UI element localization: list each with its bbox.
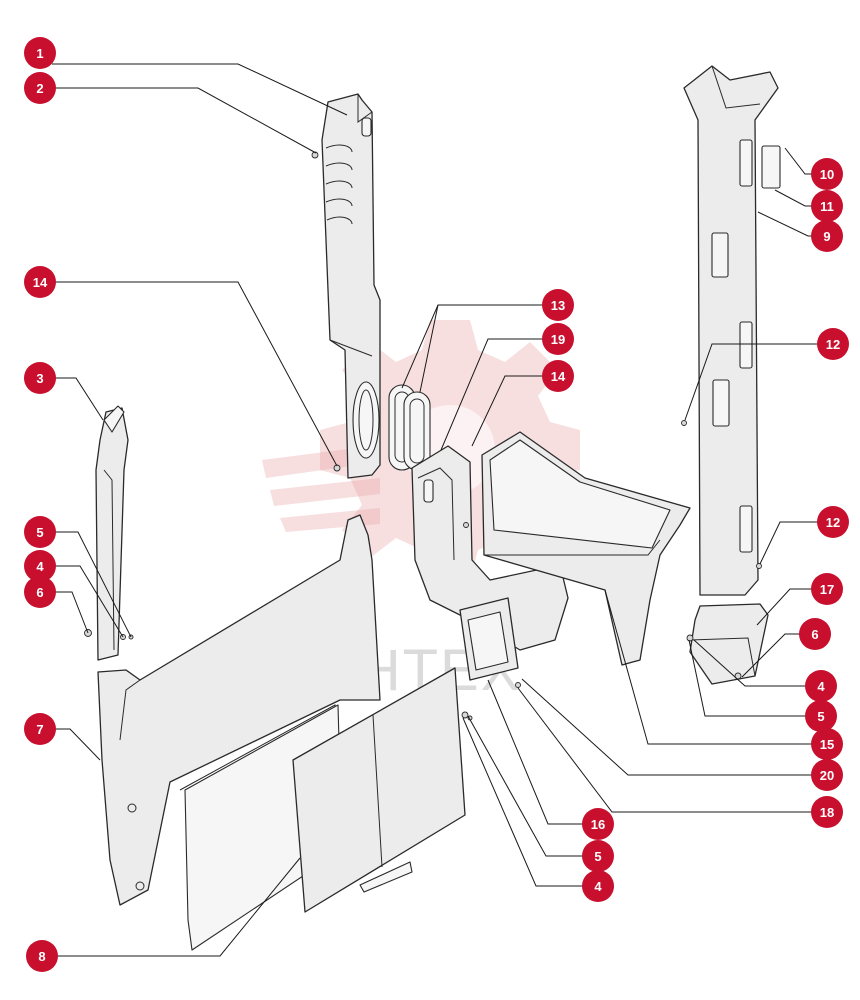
callout-1: 1 bbox=[24, 37, 56, 69]
callout-5a-label: 5 bbox=[36, 525, 43, 540]
callout-4c: 4 bbox=[582, 870, 614, 902]
callout-9: 9 bbox=[811, 220, 843, 252]
callout-12b: 12 bbox=[817, 506, 849, 538]
callout-3: 3 bbox=[24, 362, 56, 394]
callout-10-label: 10 bbox=[820, 167, 834, 182]
callout-11: 11 bbox=[811, 190, 843, 222]
callout-6a: 6 bbox=[24, 576, 56, 608]
part-9-column bbox=[681, 65, 781, 596]
callout-2-label: 2 bbox=[36, 81, 43, 96]
callout-20-label: 20 bbox=[820, 768, 834, 783]
callout-17-label: 17 bbox=[820, 582, 834, 597]
callout-5a: 5 bbox=[24, 516, 56, 548]
callout-1-label: 1 bbox=[36, 46, 43, 61]
callout-15-label: 15 bbox=[820, 737, 834, 752]
callout-11-label: 11 bbox=[820, 199, 834, 214]
part-19-bent-duct bbox=[411, 445, 569, 651]
callout-17: 17 bbox=[811, 573, 843, 605]
part-8-panel-cover bbox=[184, 667, 473, 951]
callout-19-label: 19 bbox=[551, 332, 565, 347]
callout-3-label: 3 bbox=[36, 371, 43, 386]
callout-6b: 6 bbox=[799, 618, 831, 650]
callout-8-label: 8 bbox=[38, 949, 45, 964]
callout-4b: 4 bbox=[805, 670, 837, 702]
callout-14b-label: 14 bbox=[551, 369, 566, 384]
callout-4a: 4 bbox=[24, 550, 56, 582]
callout-16-label: 16 bbox=[591, 817, 605, 832]
callout-4b-label: 4 bbox=[817, 679, 825, 694]
callout-5c-label: 5 bbox=[594, 849, 601, 864]
part-13-gaskets bbox=[388, 384, 431, 471]
callout-15: 15 bbox=[811, 728, 843, 760]
callout-16: 16 bbox=[582, 808, 614, 840]
callout-8: 8 bbox=[26, 940, 58, 972]
callout-12a: 12 bbox=[817, 328, 849, 360]
callout-2: 2 bbox=[24, 72, 56, 104]
callout-7: 7 bbox=[24, 713, 56, 745]
part-7-lower-panel bbox=[97, 514, 381, 906]
callout-12b-label: 12 bbox=[826, 515, 840, 530]
callout-13: 13 bbox=[542, 289, 574, 321]
callout-6b-label: 6 bbox=[811, 627, 818, 642]
callout-4a-label: 4 bbox=[36, 559, 44, 574]
callout-19: 19 bbox=[542, 323, 574, 355]
callout-5b-label: 5 bbox=[817, 709, 824, 724]
part-3-side-trim bbox=[84, 405, 134, 661]
callout-18: 18 bbox=[811, 796, 843, 828]
callout-5b: 5 bbox=[805, 700, 837, 732]
part-17-cap bbox=[686, 603, 769, 685]
callout-14a: 14 bbox=[24, 266, 56, 298]
callout-12a-label: 12 bbox=[826, 337, 840, 352]
callout-4c-label: 4 bbox=[594, 879, 602, 894]
part-1-upper-vent-duct bbox=[321, 93, 381, 479]
callout-10: 10 bbox=[811, 158, 843, 190]
leader-lines bbox=[42, 63, 833, 957]
callout-9-label: 9 bbox=[823, 229, 830, 244]
callout-13-label: 13 bbox=[551, 298, 565, 313]
callout-20: 20 bbox=[811, 759, 843, 791]
callout-18-label: 18 bbox=[820, 805, 834, 820]
callout-5c: 5 bbox=[582, 840, 614, 872]
callout-14b: 14 bbox=[542, 360, 574, 392]
callout-7-label: 7 bbox=[36, 722, 43, 737]
callout-6a-label: 6 bbox=[36, 585, 43, 600]
part-15-tray bbox=[481, 431, 691, 666]
callout-14a-label: 14 bbox=[33, 275, 48, 290]
part-16-flange bbox=[459, 597, 521, 688]
